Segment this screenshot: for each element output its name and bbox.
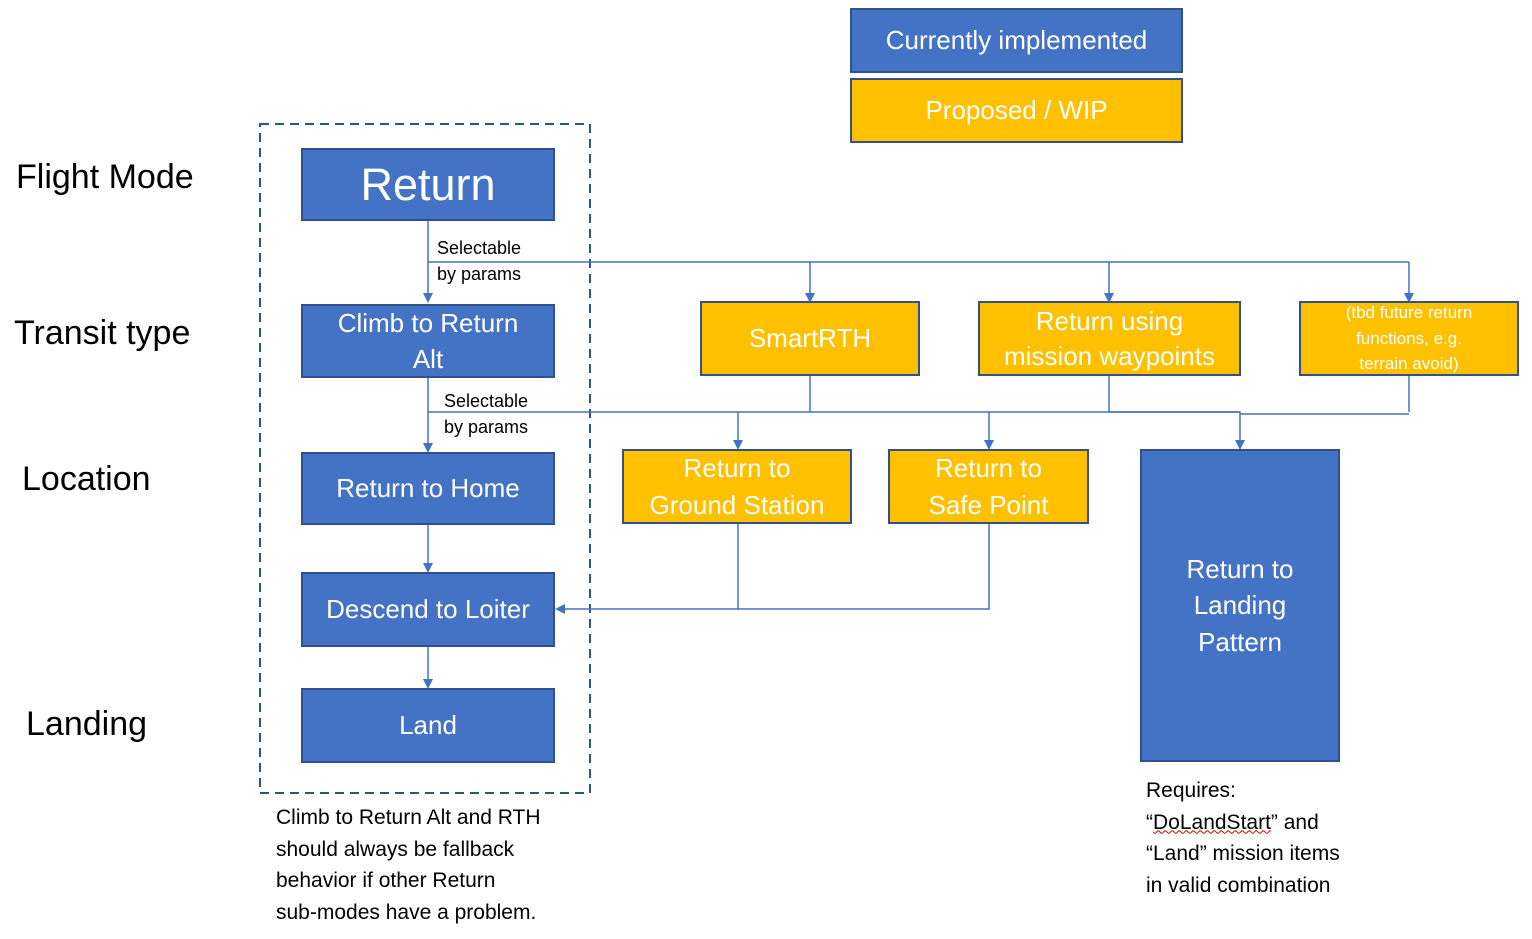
node-future-return-functions: (tbd future return functions, e.g. terra…: [1299, 301, 1519, 376]
row-label-flight-mode: Flight Mode: [16, 158, 194, 196]
note-requires-line-2: “DoLandStart” and: [1146, 807, 1340, 839]
node-return-to-safe-point: Return to Safe Point: [888, 449, 1089, 524]
note-requires-close-quote: ” and: [1270, 810, 1319, 834]
note-requires-open-quote: “: [1146, 810, 1153, 834]
implemented-group-border: [259, 123, 591, 794]
note-fallback: Climb to Return Alt and RTH should alway…: [276, 806, 541, 924]
note-requires: Requires: “DoLandStart” and “Land” missi…: [1146, 775, 1340, 901]
note-requires-dolandstart: DoLandStart: [1153, 810, 1271, 834]
node-return: Return: [301, 148, 555, 221]
node-return-to-home: Return to Home: [301, 452, 555, 525]
note-requires-line-4: in valid combination: [1146, 873, 1331, 897]
node-return-to-landing-pattern: Return to Landing Pattern: [1140, 449, 1340, 762]
row-label-transit-type: Transit type: [14, 314, 191, 352]
row-label-location: Location: [22, 460, 151, 498]
note-requires-line-3: “Land” mission items: [1146, 842, 1340, 865]
node-smartrth: SmartRTH: [700, 301, 920, 376]
legend-implemented: Currently implemented: [850, 8, 1183, 73]
edge-label-selectable-by-params-1: Selectable by params: [437, 238, 522, 285]
node-return-using-mission-waypoints: Return using mission waypoints: [978, 301, 1241, 376]
row-label-landing: Landing: [26, 705, 148, 743]
edge-label-selectable-by-params-2: Selectable by params: [444, 391, 529, 438]
note-requires-line-1: Requires:: [1146, 779, 1236, 802]
node-return-to-ground-station: Return to Ground Station: [622, 449, 852, 524]
node-climb-to-return-alt: Climb to Return Alt: [301, 304, 555, 378]
edge-bus-landing-pattern: [1109, 411, 1245, 450]
legend-proposed: Proposed / WIP: [850, 78, 1183, 143]
node-land: Land: [301, 688, 555, 763]
edge-safe-loiter: [555, 523, 990, 614]
node-descend-to-loiter: Descend to Loiter: [301, 572, 555, 647]
